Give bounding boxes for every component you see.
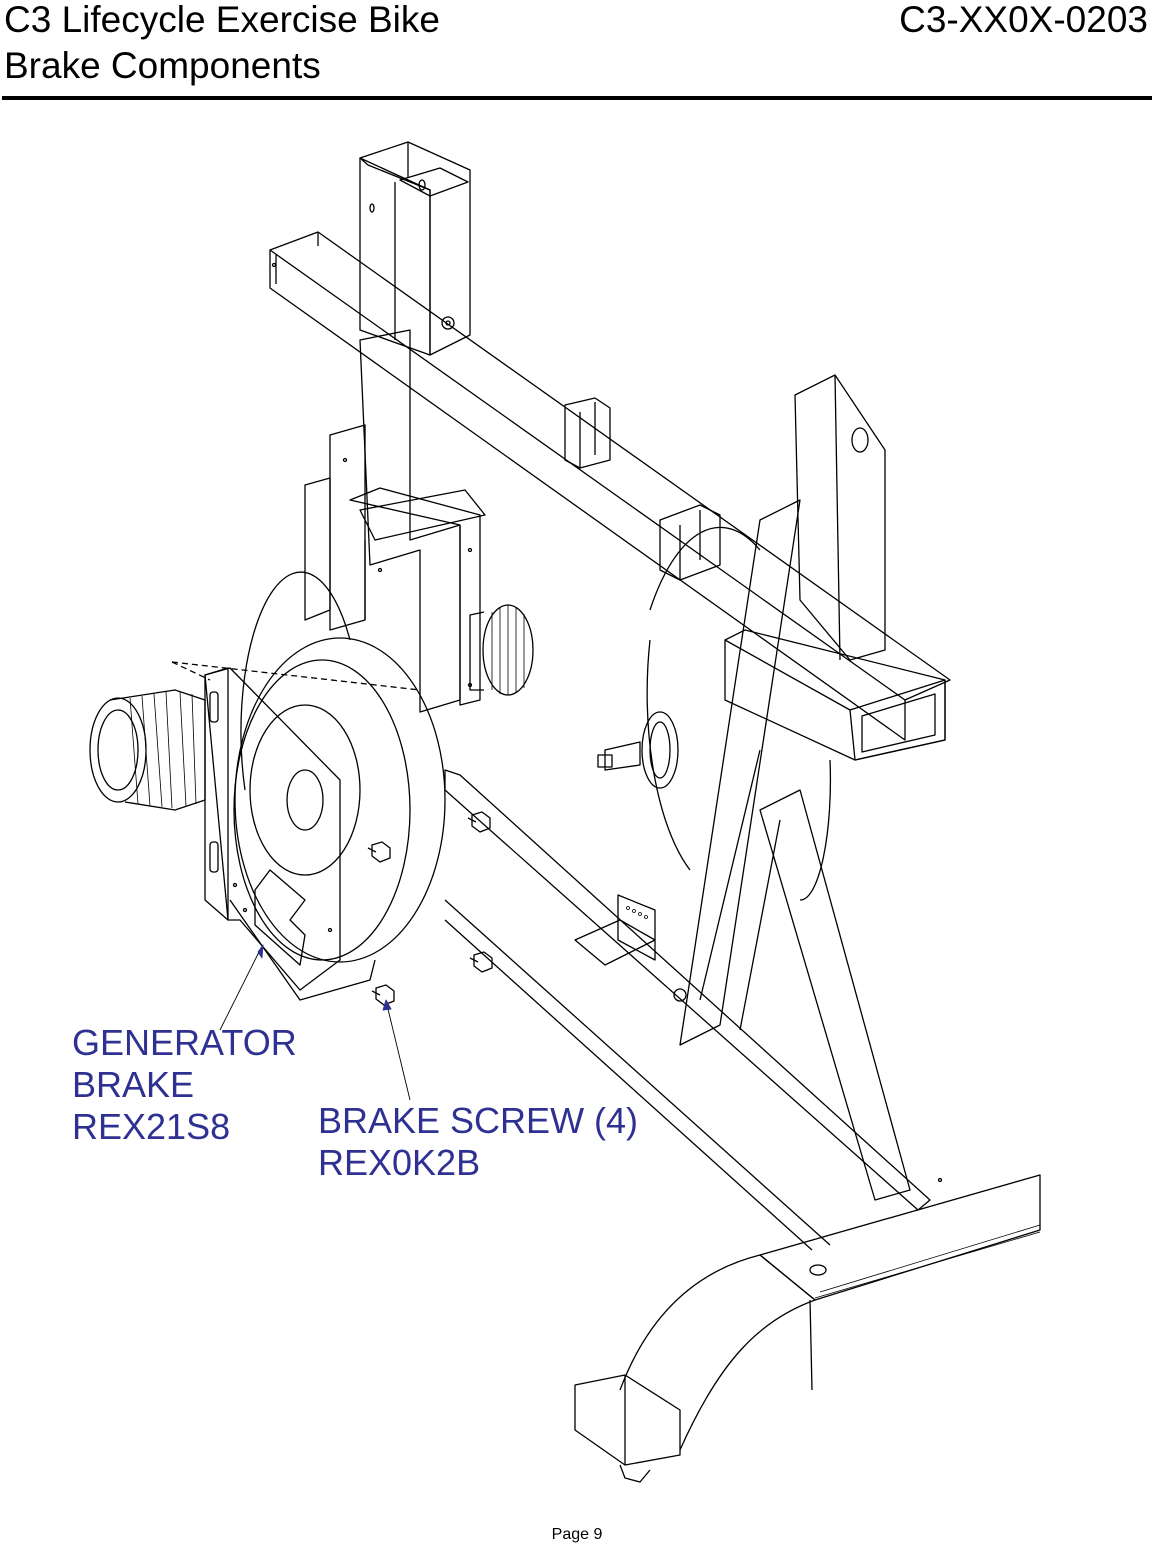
document-number: C3-XX0X-0203 [899,0,1148,40]
generator-brake-line2: BRAKE [72,1064,195,1105]
brake-screw-4 [371,984,395,1006]
generator-brake-callout: GENERATOR BRAKE REX21S8 [72,1022,297,1148]
main-diagonal-beam [269,231,951,741]
brake-mount-plate [304,329,486,713]
page-number: Page 9 [551,1526,603,1543]
brake-screw-3 [469,951,493,973]
generator-brake-housing [171,571,446,963]
beam-bracket-lower [659,504,721,581]
a-frame-front-leg [673,499,911,1201]
a-frame-rear-leg [794,374,886,661]
rear-knurled-pulley [469,604,534,696]
brake-screw-part-number: REX0K2B [318,1142,481,1183]
lower-mount-bracket [574,894,656,966]
generator-brake-part-number: REX21S8 [72,1106,231,1147]
rear-flywheel [646,526,832,901]
header-rule [2,96,1152,100]
document-title: C3 Lifecycle Exercise Bike [4,0,440,40]
brake-front-plate [204,667,376,1001]
beam-bracket-upper [564,397,611,469]
brake-screw-line1: BRAKE SCREW (4) [318,1100,639,1141]
brake-screw-2 [467,811,491,833]
upright-post [359,141,471,356]
brake-screw-callout: BRAKE SCREW (4) REX0K2B [318,1100,638,1184]
brake-screw-leader [382,999,411,1101]
document-subtitle: Brake Components [4,45,321,86]
base-stabilizer [574,1174,1041,1483]
generator-brake-line1: GENERATOR [72,1022,297,1063]
cross-tube [724,629,946,761]
generator-brake-leader [219,944,264,1031]
bearing-shaft [597,711,679,789]
lower-frame-beam [444,769,931,1251]
brake-screw-1 [367,841,391,863]
front-knurled-pulley [89,689,206,811]
